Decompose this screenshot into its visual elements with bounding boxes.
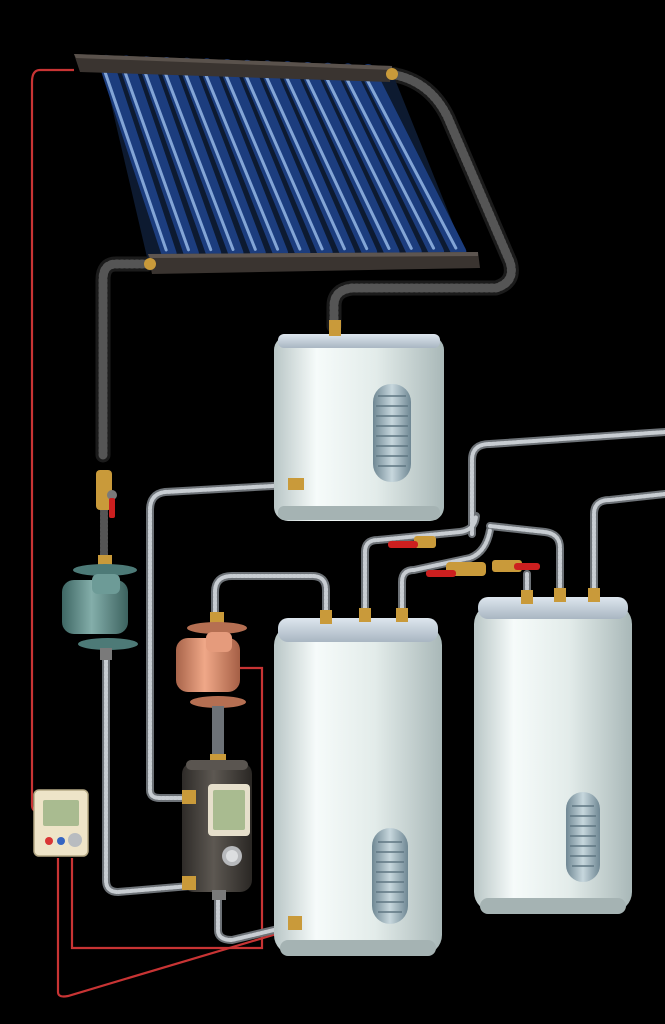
thermostat-display	[43, 800, 79, 826]
tank-sight-window	[373, 384, 411, 482]
insulated-pipes	[95, 66, 519, 569]
sensor-wire-controller	[70, 666, 264, 950]
evacuated-tube	[259, 60, 355, 261]
tank-sight-window	[566, 792, 600, 882]
evacuated-tube-highlight	[363, 74, 458, 250]
evacuated-tube-highlight	[141, 66, 213, 252]
backup-water-heater	[474, 588, 632, 914]
valve-icon	[388, 536, 436, 548]
evacuated-tube	[179, 57, 266, 261]
evacuated-tube-highlight	[222, 69, 302, 251]
solar-collector	[74, 54, 480, 274]
thermostat-red-button-icon	[45, 837, 53, 845]
evacuated-tube-highlight	[121, 65, 190, 252]
evacuated-tube	[279, 61, 378, 261]
evacuated-tube-highlight	[242, 69, 324, 251]
evacuated-tube	[98, 54, 177, 262]
thermostat-dial-icon	[68, 833, 82, 847]
evacuated-tube	[199, 58, 289, 261]
collector-top-header	[74, 54, 392, 82]
evacuated-tube-highlight	[282, 71, 369, 251]
evacuated-tube-highlight	[323, 72, 413, 250]
evacuated-tube-highlight	[202, 68, 280, 251]
circulation-pump-green	[62, 555, 138, 660]
thermostat	[33, 789, 89, 857]
evacuated-tube	[159, 57, 244, 261]
sensor-wire-tank	[56, 858, 291, 998]
evacuated-tubes	[98, 54, 467, 262]
valve-icon	[96, 470, 117, 518]
valve-icon	[492, 560, 540, 572]
pump-controller	[182, 760, 252, 900]
controller-display	[213, 790, 245, 830]
evacuated-tube-highlight	[162, 67, 235, 251]
collector-outlet-fitting	[386, 68, 398, 80]
collector-inlet-fitting	[144, 258, 156, 270]
expansion-tank	[274, 320, 444, 521]
evacuated-tube-highlight	[262, 70, 346, 251]
main-storage-tank	[274, 608, 442, 956]
evacuated-tube	[239, 59, 333, 261]
thermostat-blue-button-icon	[57, 837, 65, 845]
sensor-wire-collector	[30, 68, 74, 814]
ball-valves	[96, 470, 540, 577]
evacuated-tube	[138, 56, 222, 262]
evacuated-tube-highlight	[303, 72, 391, 250]
circulation-pump-orange	[176, 612, 247, 768]
evacuated-tube-highlight	[343, 73, 436, 250]
evacuated-tube-highlight	[182, 67, 257, 251]
evacuated-tube	[300, 62, 400, 260]
evacuated-tube-highlight	[101, 64, 168, 252]
evacuated-tube	[219, 59, 311, 261]
evacuated-tube	[118, 55, 199, 262]
valve-icon	[426, 562, 486, 577]
